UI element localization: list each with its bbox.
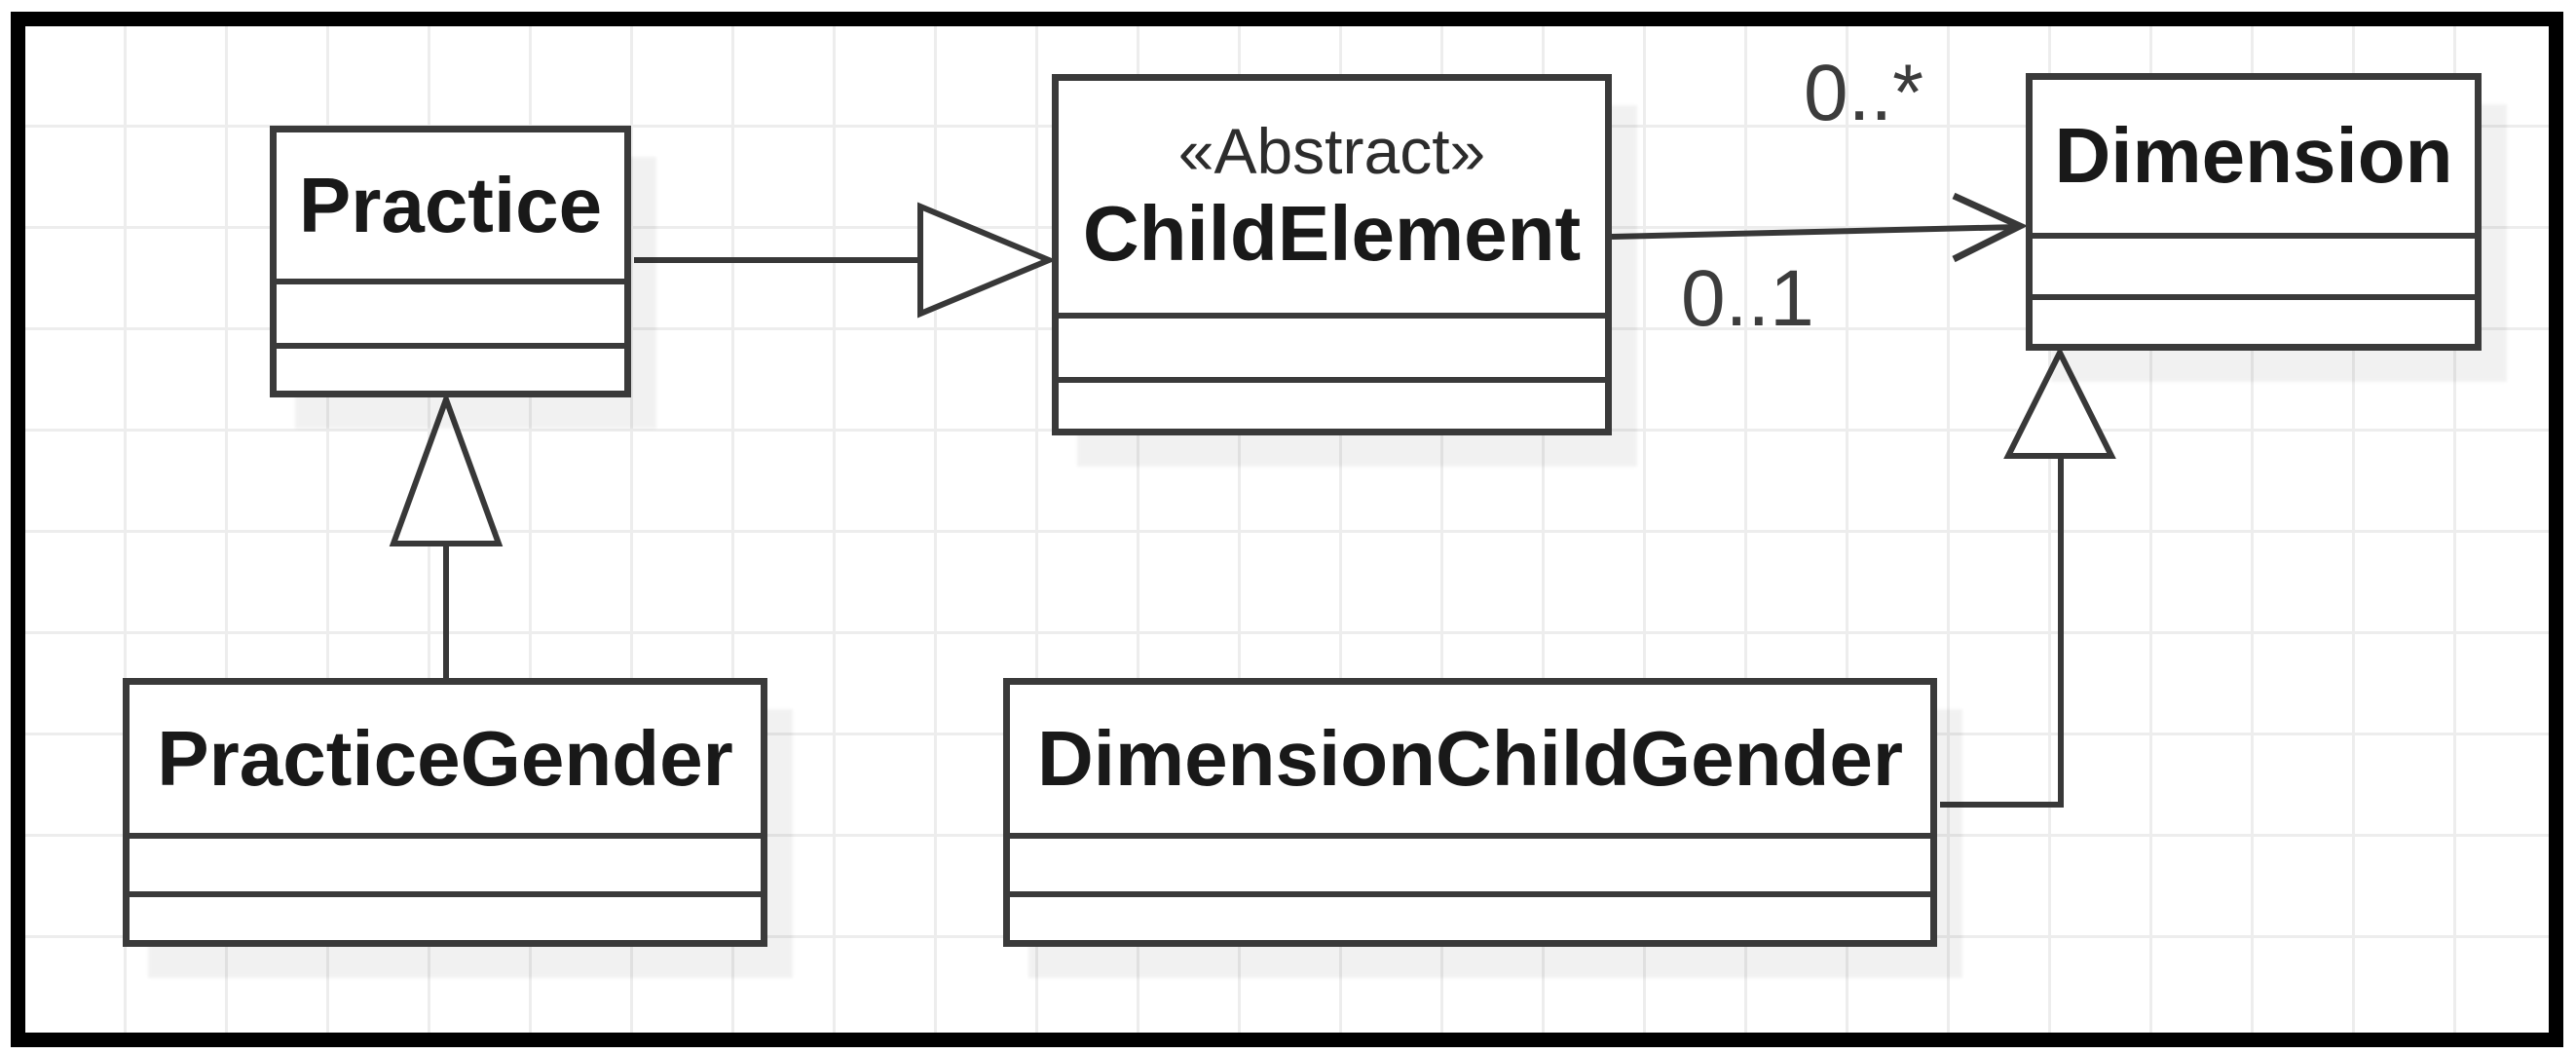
attributes-compartment xyxy=(2033,233,2475,294)
association-childelement-to-dimension[interactable] xyxy=(1611,192,2029,263)
class-name-compartment: «Abstract» ChildElement xyxy=(1059,81,1605,313)
class-practice[interactable]: Practice xyxy=(270,126,631,397)
generalization-dimensionchildgender-to-dimension[interactable] xyxy=(1940,346,2116,808)
class-practicegender[interactable]: PracticeGender xyxy=(123,678,767,947)
class-name: Dimension xyxy=(2054,112,2453,200)
open-arrowhead-icon[interactable] xyxy=(1952,192,2029,263)
operations-compartment xyxy=(1059,377,1605,429)
class-name-compartment: Dimension xyxy=(2033,80,2475,233)
class-name: Practice xyxy=(298,161,603,248)
class-name-compartment: PracticeGender xyxy=(130,685,761,833)
operations-compartment xyxy=(1010,891,1930,940)
operations-compartment xyxy=(277,343,624,391)
hollow-triangle-arrowhead-icon[interactable] xyxy=(389,391,504,546)
attributes-compartment xyxy=(1010,833,1930,891)
association-shaft[interactable] xyxy=(1611,224,2019,240)
class-name-compartment: Practice xyxy=(277,132,624,279)
attributes-compartment xyxy=(277,279,624,343)
class-stereotype: «Abstract» xyxy=(1177,115,1486,188)
class-childelement[interactable]: «Abstract» ChildElement xyxy=(1052,74,1612,435)
hollow-triangle-arrowhead-icon[interactable] xyxy=(917,202,1057,319)
class-dimension[interactable]: Dimension xyxy=(2026,73,2482,351)
class-name-compartment: DimensionChildGender xyxy=(1010,685,1930,833)
operations-compartment xyxy=(2033,294,2475,344)
hollow-triangle-arrowhead-icon[interactable] xyxy=(2003,346,2116,459)
operations-compartment xyxy=(130,891,761,940)
attributes-compartment xyxy=(1059,313,1605,377)
elbow-connector[interactable] xyxy=(1940,456,2064,808)
generalization-practice-to-childelement[interactable] xyxy=(634,202,1057,319)
generalization-practicegender-to-practice[interactable] xyxy=(389,391,504,678)
multiplicity-label-lower[interactable]: 0..1 xyxy=(1681,254,1814,343)
class-name: DimensionChildGender xyxy=(1037,714,1903,802)
class-name: ChildElement xyxy=(1082,189,1582,277)
attributes-compartment xyxy=(130,833,761,891)
multiplicity-label-upper[interactable]: 0..* xyxy=(1804,49,1924,137)
class-dimensionchildgender[interactable]: DimensionChildGender xyxy=(1003,678,1937,947)
class-name: PracticeGender xyxy=(157,714,733,802)
